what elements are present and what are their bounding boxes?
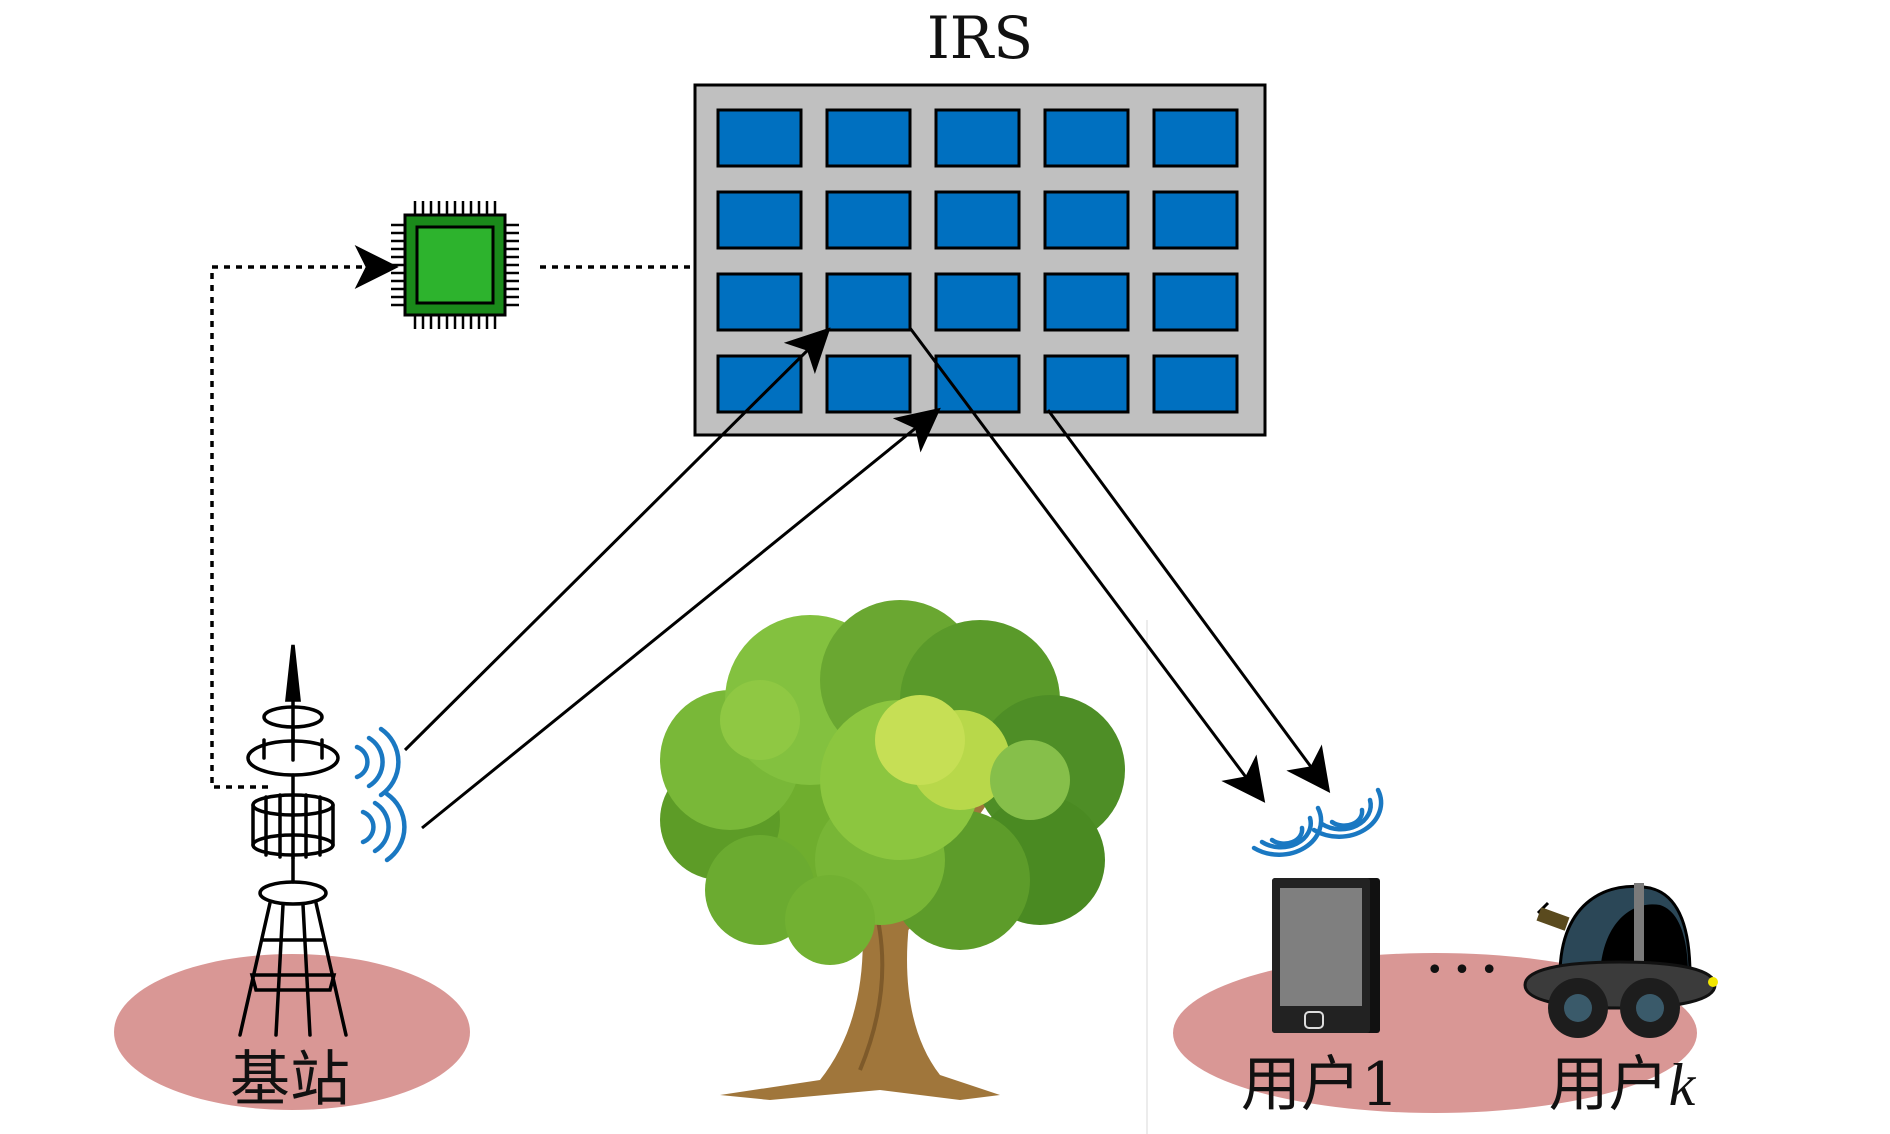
control-link-to-chip xyxy=(210,245,399,789)
incident-path-2 xyxy=(421,407,941,830)
irs-element xyxy=(934,354,1021,414)
irs-element xyxy=(825,272,912,332)
user-k-label: 用户k xyxy=(1549,1050,1697,1120)
user-k-prefix: 用户 xyxy=(1549,1050,1669,1120)
signal-wave-icon xyxy=(354,726,407,863)
robot-vehicle-icon xyxy=(1523,883,1718,1038)
irs-element xyxy=(1152,190,1239,250)
irs-element xyxy=(1152,108,1239,168)
user-signal-wave-icon xyxy=(1251,787,1384,857)
reflected-path-2 xyxy=(1046,409,1331,793)
reflected-path-1 xyxy=(908,327,1266,803)
irs-element xyxy=(716,108,803,168)
base-station-label: 基站 xyxy=(230,1045,350,1115)
irs-element xyxy=(934,108,1021,168)
irs-element xyxy=(716,190,803,250)
smartphone-icon xyxy=(1272,878,1380,1033)
user-k-variable: k xyxy=(1669,1052,1697,1118)
irs-element xyxy=(825,108,912,168)
irs-element xyxy=(825,354,912,414)
irs-element xyxy=(1152,272,1239,332)
irs-element xyxy=(716,272,803,332)
irs-element xyxy=(934,190,1021,250)
irs-element xyxy=(1043,190,1130,250)
irs-element xyxy=(934,272,1021,332)
irs-element xyxy=(1043,108,1130,168)
base-station-ground xyxy=(114,954,470,1110)
user-1-label: 用户1 xyxy=(1241,1050,1399,1120)
irs-element xyxy=(825,190,912,250)
controller-chip-icon xyxy=(391,201,519,329)
irs-element xyxy=(1043,354,1130,414)
irs-element xyxy=(1152,354,1239,414)
base-station-tower-icon xyxy=(238,644,348,1037)
irs-label: IRS xyxy=(927,4,1033,72)
irs-element xyxy=(1043,272,1130,332)
incident-path-1 xyxy=(403,327,831,752)
tree-icon xyxy=(660,600,1125,1100)
irs-panel xyxy=(693,83,1267,437)
irs-element-grid xyxy=(716,108,1239,414)
users-ellipsis: • • • xyxy=(1426,953,1498,988)
irs-element xyxy=(716,354,803,414)
